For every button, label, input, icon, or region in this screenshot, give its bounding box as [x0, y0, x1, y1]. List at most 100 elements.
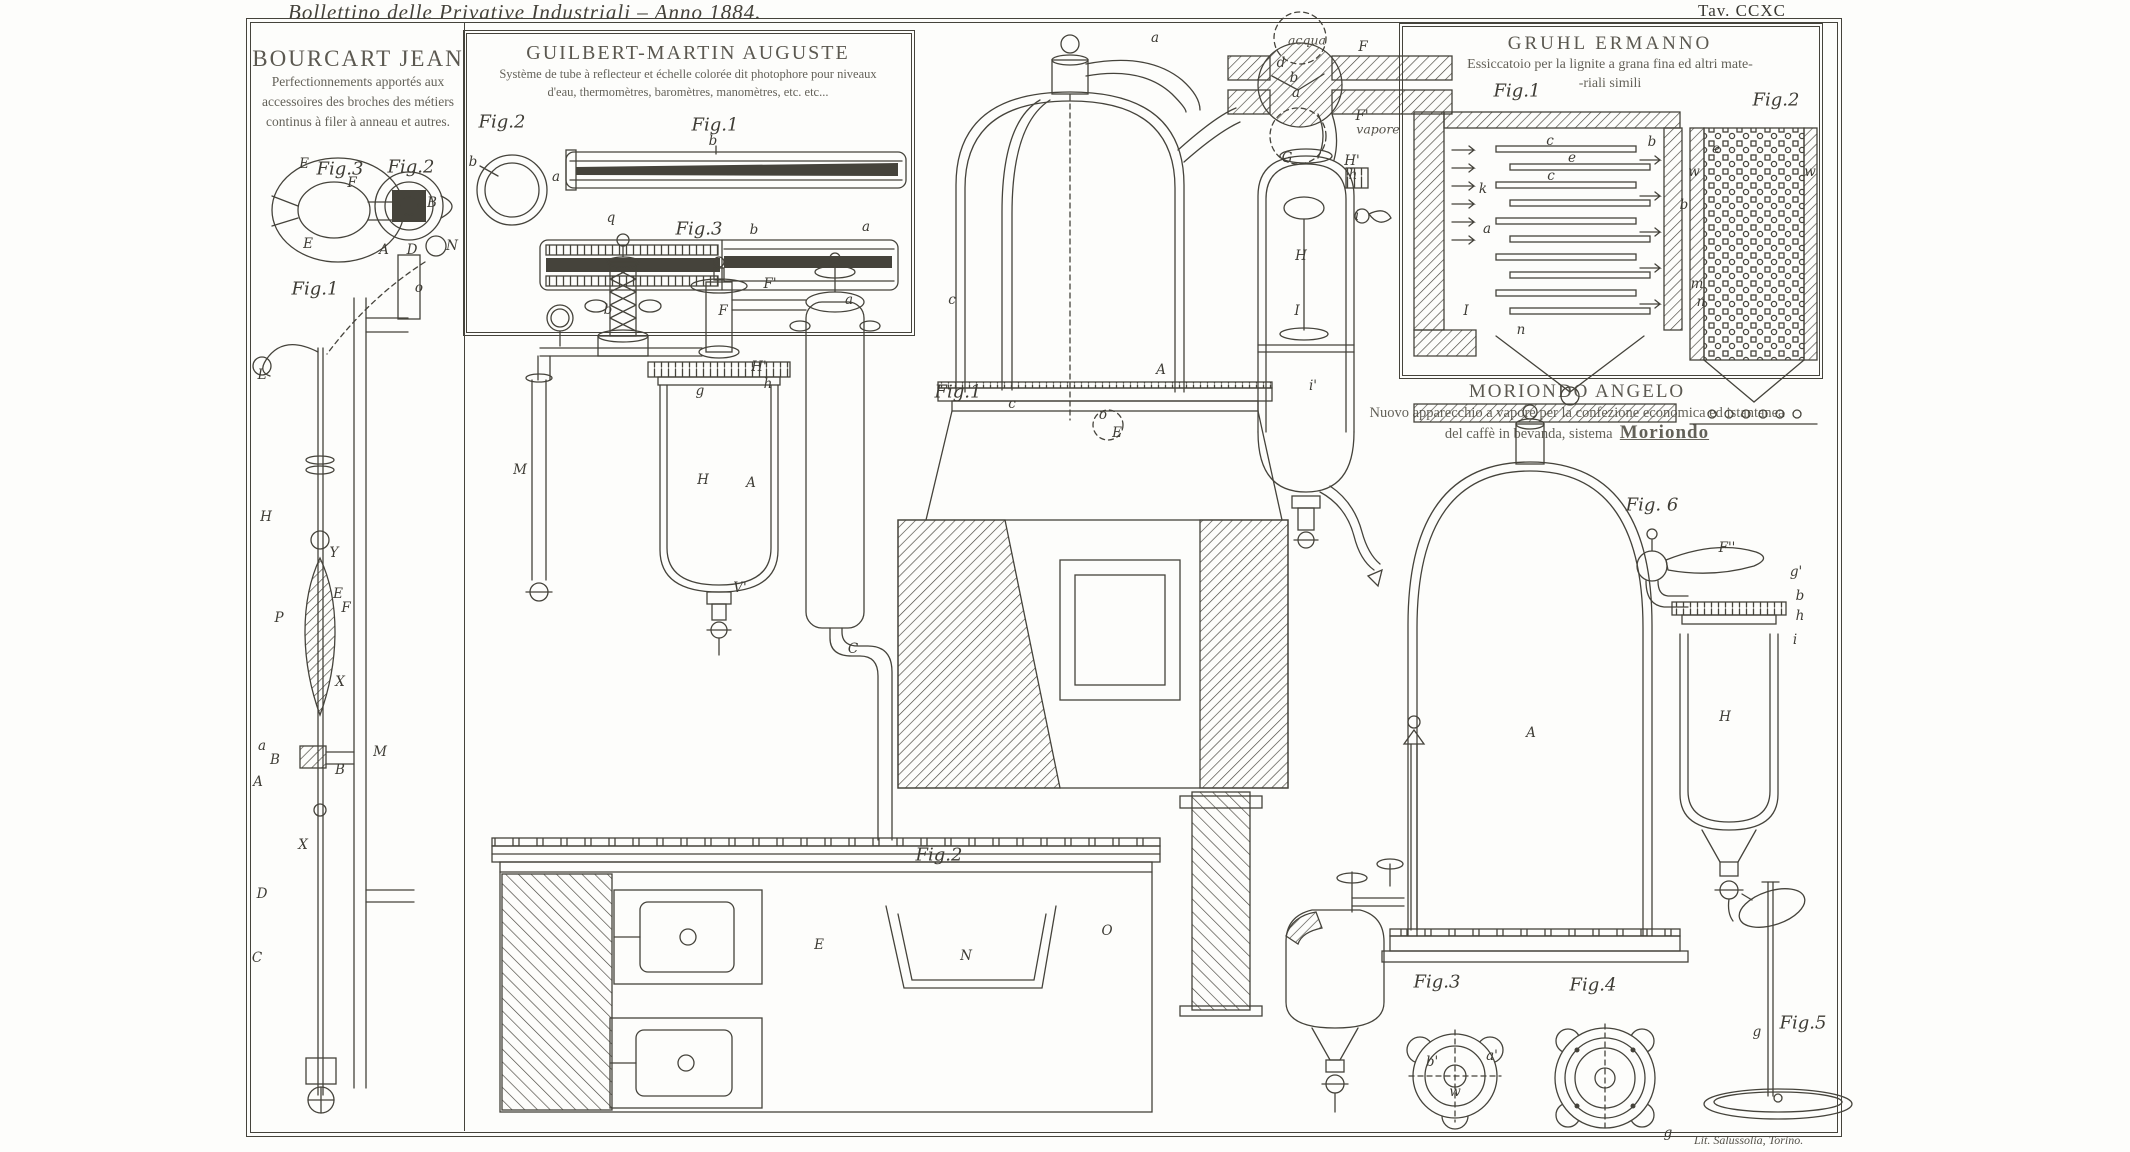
part-label: b [468, 154, 478, 170]
plate-frame [246, 18, 1842, 1137]
part-label: G [1281, 150, 1293, 166]
part-label: C [847, 641, 859, 657]
part-label: F [347, 175, 357, 191]
part-label: F [341, 600, 351, 616]
bourcart-fig2-label: Fig.2 [387, 156, 435, 178]
gruhl-fig2-label: Fig.2 [1752, 89, 1800, 111]
part-label: h [1348, 167, 1358, 183]
part-label: H [697, 472, 709, 488]
part-label: E [333, 586, 343, 602]
part-label: i' [1308, 378, 1318, 394]
part-label: B [427, 195, 437, 211]
moriondo-fig4-label: Fig.4 [1569, 974, 1617, 996]
part-label: h [763, 376, 773, 392]
guilbert-title: GUILBERT-MARTIN AUGUSTE [526, 42, 850, 64]
part-label: w [1449, 1084, 1461, 1100]
part-label: a [844, 292, 854, 308]
guilbert-fig2-label: Fig.2 [478, 111, 526, 133]
part-label: L [257, 367, 267, 383]
part-label: P [274, 610, 284, 626]
part-label: b' [1425, 1054, 1439, 1070]
part-label: o [414, 280, 424, 296]
guilbert-subtitle-1: Système de tube à reflecteur et échelle … [499, 67, 877, 81]
guilbert-subtitle-2: d'eau, thermomètres, baromètres, manomèt… [547, 85, 829, 99]
part-label: n [1516, 322, 1526, 338]
part-label: V' [733, 580, 747, 596]
part-label: o [1098, 407, 1108, 423]
part-label: i [1354, 208, 1360, 224]
part-label: M [373, 744, 387, 760]
moriondo-title: MORIONDO ANGELO [1468, 381, 1686, 402]
part-label: H [1719, 709, 1731, 725]
part-label: E [1112, 425, 1122, 441]
part-label: c [1008, 396, 1016, 412]
moriondo-fig3-label: Fig.3 [1413, 971, 1461, 993]
part-label: O [1101, 923, 1113, 939]
central-fig1-label: Fig.1 [934, 381, 982, 403]
moriondo-fig6-label: Fig. 6 [1625, 494, 1679, 516]
part-label: F [718, 303, 728, 319]
part-label: b [1795, 588, 1805, 604]
bourcart-subtitle-1: Perfectionnements apportés aux [271, 74, 445, 89]
moriondo-subtitle-2-text: del caffè in bevanda, sistema [1444, 426, 1613, 442]
part-label: a [861, 219, 871, 235]
part-label: A [253, 774, 263, 790]
part-label: F [1358, 39, 1368, 55]
part-label: A [1526, 725, 1536, 741]
part-label: C [251, 950, 263, 966]
gruhl-subtitle-2: -riali simili [1578, 76, 1642, 91]
left-column-divider [464, 22, 465, 1131]
part-label: b [749, 222, 759, 238]
part-label: A [379, 242, 389, 258]
gruhl-title: GRUHL ERMANNO [1507, 33, 1713, 54]
part-label: X [335, 674, 345, 690]
part-label: H' [751, 359, 767, 375]
part-label: b [1647, 134, 1657, 150]
part-label: N [960, 948, 972, 964]
part-label: b [1679, 197, 1689, 213]
plate-number: Tav. CCXC [1698, 1, 1786, 20]
part-label: F' [763, 276, 777, 292]
part-label: g [695, 383, 705, 399]
bourcart-title-block: BOURCART JEAN Perfectionnements apportés… [252, 46, 464, 132]
printer-credit: Lit. Salussolia, Torino. [1694, 1133, 1804, 1147]
part-label: F' [1355, 108, 1369, 124]
journal-header: Bollettino delle Privative Industriali –… [288, 0, 762, 24]
part-label: I [1294, 303, 1300, 319]
part-label: i [1792, 632, 1798, 648]
part-label: w [1804, 164, 1816, 180]
central-apparatus-art [491, 11, 1453, 1113]
part-label: D [406, 242, 418, 258]
water-flow-label: acqua [1288, 32, 1326, 48]
part-label: b [1289, 70, 1299, 86]
gruhl-title-block: GRUHL ERMANNO Essiccatoio per la lignite… [1408, 33, 1812, 93]
part-label: q [606, 210, 616, 226]
part-label: N [446, 238, 458, 254]
part-label: H [1295, 248, 1307, 264]
part-label: F'' [1718, 540, 1736, 556]
part-label: b [603, 302, 613, 318]
moriondo-system-name: Moriondo [1619, 422, 1710, 443]
bourcart-fig1-label: Fig.1 [291, 278, 339, 300]
part-label: c [1546, 133, 1554, 149]
bourcart-fig3-label: Fig.3 [316, 158, 364, 180]
part-label: E [299, 156, 309, 172]
part-label: e [1712, 141, 1720, 157]
part-label: a [257, 738, 267, 754]
part-label: X [298, 837, 308, 853]
gruhl-panel [1399, 23, 1823, 379]
central-fig2-label: Fig.2 [915, 844, 963, 866]
gruhl-subtitle-1: Essiccatoio per la lignite a grana fina … [1467, 57, 1753, 72]
part-label: h [1795, 608, 1805, 624]
moriondo-subtitle-2: del caffè in bevanda, sistema Moriondo [1338, 423, 1816, 444]
bourcart-subtitle-3: continus à filer à anneau et autres. [265, 114, 451, 129]
bourcart-subtitle-2: accessoires des broches des métiers [262, 94, 454, 109]
part-label: c [948, 292, 956, 308]
part-label: a' [1486, 1048, 1498, 1064]
part-label: A [1156, 362, 1166, 378]
part-label: w [1688, 164, 1700, 180]
part-label: A [746, 475, 756, 491]
part-label: B [335, 762, 345, 778]
